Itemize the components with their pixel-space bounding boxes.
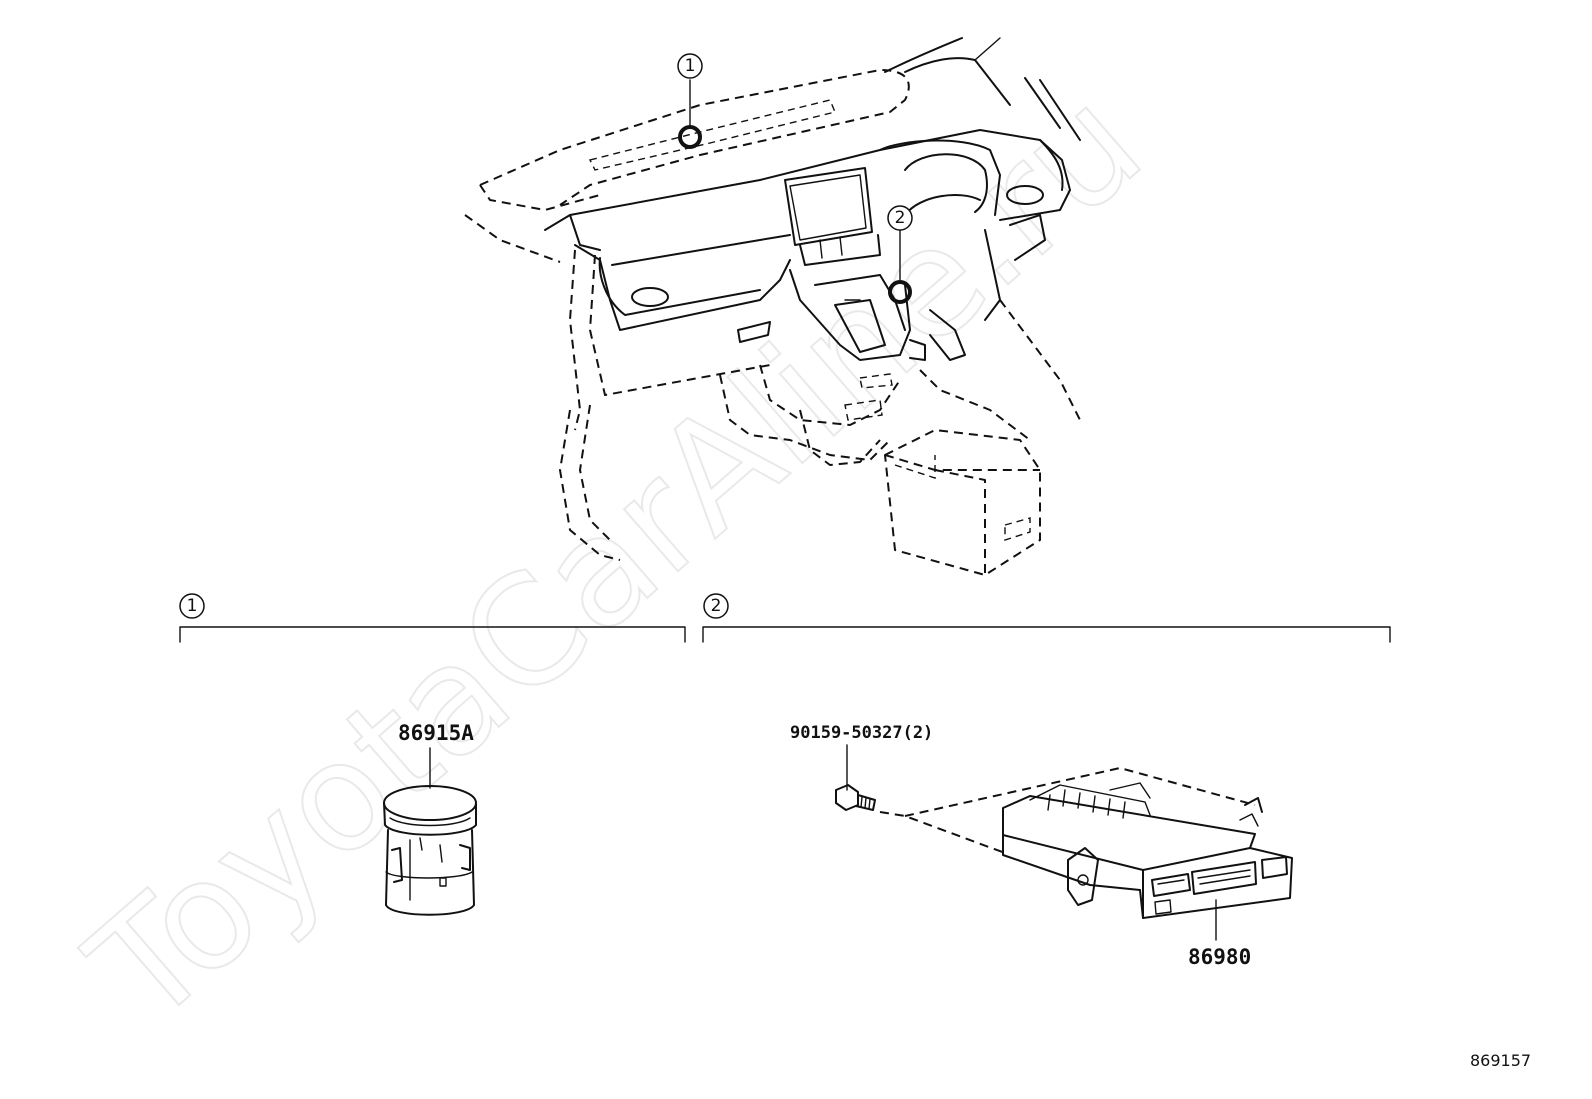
part-label-90159-50327: 90159-50327(2) — [790, 723, 933, 743]
callout-1-top[interactable]: 1 — [677, 53, 703, 149]
callout-2-number: 2 — [895, 208, 906, 228]
dashboard-assembly — [464, 37, 1081, 576]
callout-2-top[interactable]: 2 — [887, 205, 913, 304]
part-90159-50327[interactable]: 90159-50327(2) — [790, 723, 933, 811]
part-label-86980: 86980 — [1188, 945, 1251, 969]
location-ring-1 — [678, 125, 702, 149]
group-1-bracket: 1 — [179, 593, 686, 643]
group-1-number: 1 — [187, 596, 198, 616]
group-2-bracket: 2 — [702, 593, 1391, 643]
figure-number: 869157 — [1470, 1051, 1531, 1070]
part-label-86915A: 86915A — [398, 721, 474, 745]
callout-1-number: 1 — [685, 56, 696, 76]
location-ring-2 — [888, 280, 912, 304]
group-2-number: 2 — [711, 596, 722, 616]
part-86980[interactable]: 86980 — [1002, 782, 1293, 969]
part-86915A[interactable]: 86915A — [383, 721, 477, 916]
